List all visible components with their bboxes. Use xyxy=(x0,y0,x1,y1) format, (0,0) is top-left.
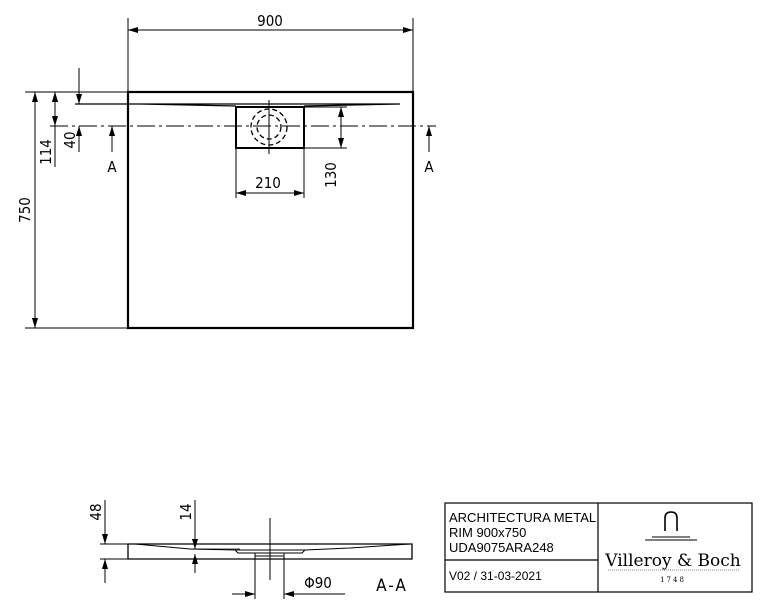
channel-line xyxy=(75,103,401,107)
brand-year: 1748 xyxy=(660,576,686,584)
section-marker-right: A xyxy=(424,158,434,176)
drain-box xyxy=(235,106,305,149)
version-date: V02 / 31-03-2021 xyxy=(449,569,542,583)
section-view: 48 14 Φ90 A-A xyxy=(87,500,413,599)
channel-dimension: 14 xyxy=(177,503,195,520)
drain-depth-dimension: 130 xyxy=(322,162,340,188)
title-block: ARCHITECTURA METAL RIM 900x750 UDA9075AR… xyxy=(444,502,753,593)
drain-diameter-dimension: Φ90 xyxy=(304,574,332,592)
section-label: A-A xyxy=(376,576,408,596)
plan-view: 900 750 114 40 A A 130 210 xyxy=(16,12,436,330)
tray-outline xyxy=(126,90,415,330)
drain-width-dimension: 210 xyxy=(255,174,281,192)
product-line: ARCHITECTURA METAL xyxy=(449,510,596,525)
height-dimension: 48 xyxy=(87,503,105,520)
dimension-40: 40 xyxy=(61,131,79,148)
brand-name: Villeroy & Boch xyxy=(604,551,741,571)
tray-section xyxy=(127,543,413,560)
dimension-114: 114 xyxy=(37,139,55,165)
villeroy-boch-logo: Villeroy & Boch 1748 xyxy=(604,511,741,584)
section-marker-left: A xyxy=(107,158,117,176)
model-name: RIM 900x750 xyxy=(449,525,526,540)
depth-dimension: 750 xyxy=(16,197,34,223)
width-dimension: 900 xyxy=(257,12,283,30)
article-code: UDA9075ARA248 xyxy=(449,540,554,555)
